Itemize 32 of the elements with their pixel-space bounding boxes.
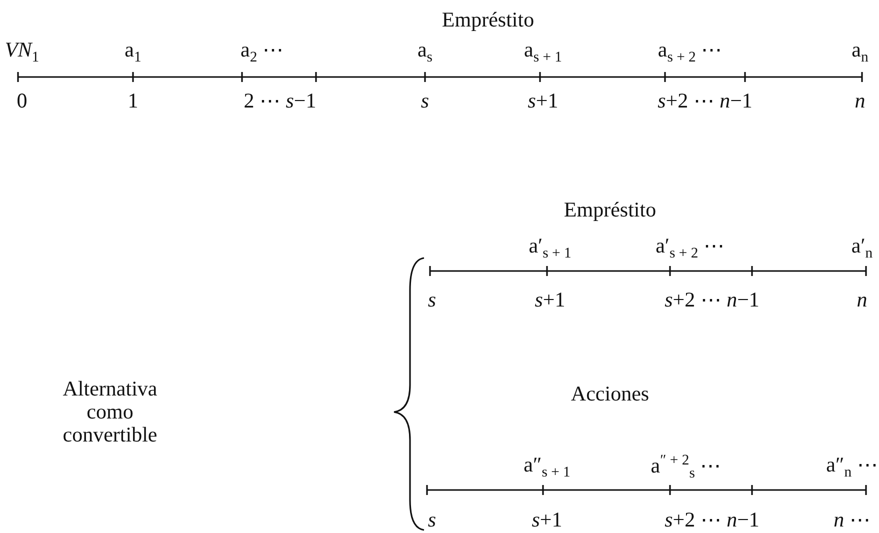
period-label: s	[428, 288, 436, 312]
period-label: s+1	[534, 288, 566, 312]
amount-label: a$_{s}$	[417, 38, 433, 66]
amount-label: a′$_{n}$	[851, 234, 873, 262]
amount-label: a$^{″ + 2}$$_{s}$ ⋯	[650, 452, 722, 482]
period-label: s+1	[528, 89, 558, 113]
period-label: n	[854, 89, 866, 113]
amount-label: a$_{s + 2}$ ⋯	[658, 38, 722, 66]
period-label: 0	[16, 89, 28, 113]
amount-label: a$_{n}$	[852, 38, 868, 66]
section-heading: Acciones	[570, 382, 650, 406]
amount-label: a″$_{s + 1}$	[524, 453, 570, 481]
period-label: 1	[128, 89, 138, 113]
amount-label: VN$_{1}$	[4, 38, 40, 66]
period-label: n ⋯	[834, 508, 870, 532]
period-label: s+2 ⋯ n−1	[664, 508, 760, 532]
period-label: s	[428, 508, 436, 532]
period-label: s	[420, 89, 430, 113]
amount-label: a$_{s + 1}$	[524, 38, 562, 66]
bracket-label: Alternativa como convertible	[62, 377, 158, 447]
amount-label: a′$_{s + 2}$ ⋯	[656, 234, 724, 262]
amount-label: a′$_{s + 1}$	[528, 234, 572, 262]
period-label: n	[856, 288, 868, 312]
amount-label: a$_{2}$ ⋯	[240, 38, 284, 66]
period-label: 2 ⋯ s−1	[244, 89, 316, 113]
amount-label: a″$_{n}$ ⋯	[826, 453, 878, 481]
period-label: s+2 ⋯ n−1	[664, 288, 760, 312]
period-label: s+2 ⋯ n−1	[658, 89, 752, 113]
section-heading: Empréstito	[564, 198, 656, 222]
section-heading: Empréstito	[442, 8, 534, 32]
amount-label: a$_{1}$	[124, 38, 142, 66]
period-label: s+1	[532, 508, 562, 532]
